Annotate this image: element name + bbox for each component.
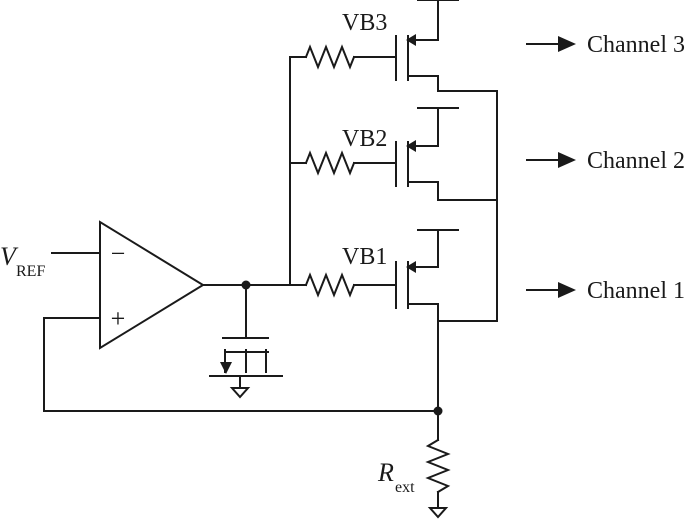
rext-ground-symbol [427, 507, 449, 519]
opamp-plus-sign: + [111, 304, 126, 333]
vb1-drain-wire [407, 303, 439, 412]
vb3-source-wire [407, 0, 439, 41]
mos-cap-arrow [220, 362, 232, 374]
vb1-arrow [406, 261, 416, 273]
vb3-resistor [304, 44, 356, 70]
rext-subscript: ext [395, 479, 415, 496]
opamp-minus-sign: − [111, 239, 126, 268]
vb2-arrow [406, 140, 416, 152]
mos-cap-ground-symbol [229, 387, 251, 399]
vb2-drain-wire [407, 181, 498, 201]
vb1-resistor [304, 272, 356, 298]
channel2-label: Channel 2 [587, 148, 685, 174]
vref-label: V [0, 242, 19, 271]
channel1-label: Channel 1 [587, 278, 685, 304]
vb2-source-wire [407, 107, 439, 147]
channel2-arrow-icon [558, 152, 576, 168]
vb3-drain-wire [407, 75, 498, 92]
feedback-wire [43, 317, 439, 412]
vref-subscript: REF [16, 263, 45, 280]
opamp-triangle [99, 220, 205, 350]
rext-resistor [425, 438, 451, 494]
vb2-label: VB2 [342, 126, 387, 152]
channel3-label: Channel 3 [587, 32, 685, 58]
rext-label: R [377, 458, 394, 487]
vb1-source-wire [407, 229, 439, 268]
drain-bus-wire [437, 90, 498, 322]
vb3-label: VB3 [342, 10, 387, 36]
channel3-arrow-icon [558, 36, 576, 52]
channel1-arrow-icon [558, 282, 576, 298]
vb2-resistor [304, 150, 356, 176]
vb1-label: VB1 [342, 244, 387, 270]
vb3-arrow [406, 34, 416, 46]
